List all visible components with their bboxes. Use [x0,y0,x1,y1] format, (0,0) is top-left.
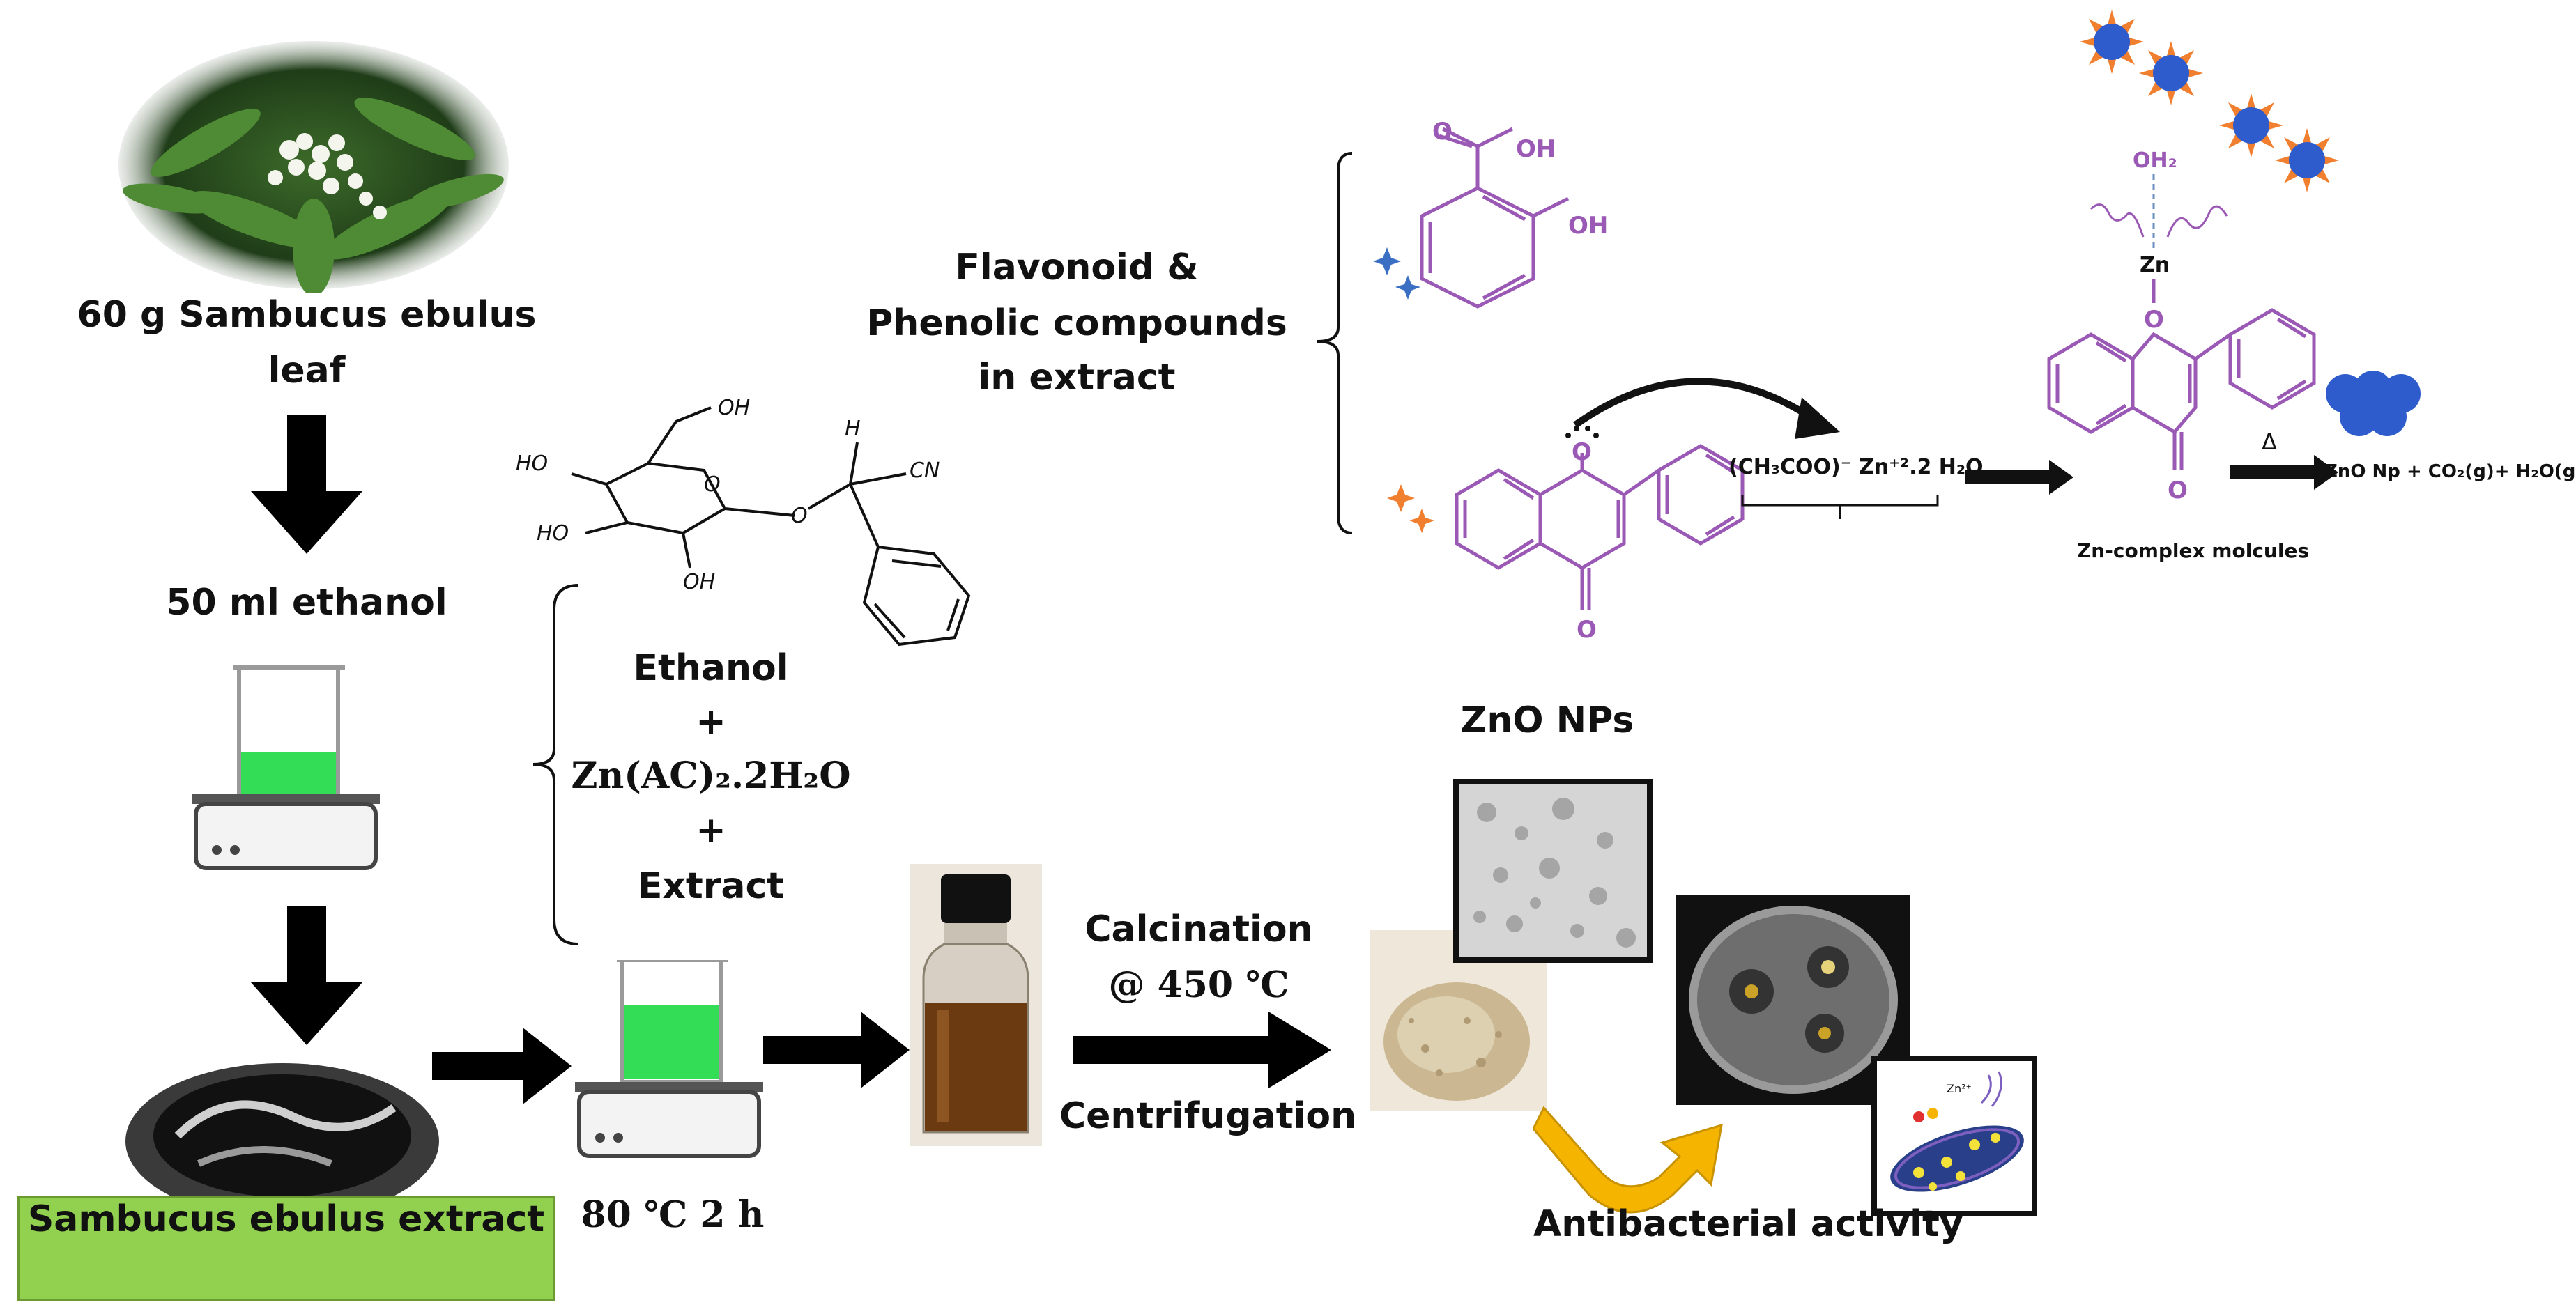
calcination-line2: @ 450 ℃ [1108,964,1289,1006]
zno-nps-label: ZnO NPs [1460,699,1634,741]
curved-arrow [1573,378,1814,428]
arrow-extract-to-mix [432,1028,572,1104]
chem-o-keto-2: O [2168,477,2188,504]
reaction-scheme: O OH OH O O (CH₃COO)⁻ Zn⁺².2 H₂O OH₂ Zn … [1373,118,2576,644]
extract-label-box: Sambucus ebulus extract [17,1196,555,1301]
chem-oh-phenol: OH [1568,212,1608,240]
petri-dish-image [1676,895,1910,1105]
down-arrow-2 [251,906,362,1045]
arrow-mix-to-vial [763,1012,910,1088]
leaf-photo [118,41,509,293]
zn-complex-label: Zn-complex molcules [2077,539,2309,562]
extract-label: Sambucus ebulus extract [27,1198,545,1240]
chem-o-keto: O [1577,616,1597,644]
mixture-reagent: Zn(AC)₂.2H₂O [571,755,851,797]
glycoside-structure: OH HO HO OH O O H CN [516,396,971,647]
chem-o-complex: O [2144,306,2164,334]
delta-symbol: Δ [2262,428,2277,455]
chem-oh2: OH₂ [2133,148,2177,173]
down-arrow-1 [251,415,362,554]
nanoparticle-cluster [2326,371,2421,436]
orange-sparkle [1387,484,1434,533]
chem-ho-2: HO [537,521,569,546]
flavonoid-line3: in extract [978,357,1176,399]
mixture-extract: Extract [637,865,785,907]
flavone-structure-right [2047,308,2316,470]
salicylic-acid-structure [1420,127,1570,309]
mixture-ethanol: Ethanol [633,647,789,689]
calcination-line1: Calcination [1084,909,1313,950]
leaf-label-line2: leaf [268,350,346,392]
vial-photo [910,864,1042,1146]
chem-zn: Zn [2140,253,2170,277]
antibacterial-label: Antibacterial activity [1533,1203,1963,1245]
flavonoid-bracket [1317,152,1353,534]
chem-o-acid: O [1432,118,1452,146]
tem-image [1453,779,1653,963]
yellow-curved-arrow [1533,1106,1723,1214]
chem-o-link: O [791,504,808,528]
arrow-to-complex [1965,460,2073,495]
chem-o-flavone: O [1572,438,1592,466]
ethanol-label: 50 ml ethanol [166,582,447,624]
beaker-hotplate-1 [192,665,380,870]
spiky-nanoparticles [2080,10,2339,192]
chem-oh-top: OH [718,396,750,420]
mixture-plus-1: + [696,701,726,743]
arrow-calcination [1073,1012,1331,1088]
chem-h: H [845,417,861,441]
chem-oh-acid: OH [1516,135,1556,163]
chem-o-ring: O [704,472,721,497]
mixture-plus-2: + [696,810,726,851]
zn-salt: (CH₃COO)⁻ Zn⁺².2 H₂O [1728,455,1984,479]
centrifugation-label: Centrifugation [1059,1095,1357,1137]
chem-ho-1: HO [516,451,548,476]
chem-oh-bottom: OH [683,570,715,594]
mixture-bracket [532,584,579,945]
flavone-structure-left [1455,444,1745,610]
beaker-hotplate-2 [575,960,763,1158]
leaf-label-line1: 60 g Sambucus ebulus [77,294,537,336]
flavonoid-line2: Phenolic compounds [866,302,1287,344]
bacterium-image: Zn²⁺ [1871,1056,2037,1216]
flavonoid-line1: Flavonoid & [955,247,1199,288]
chem-cn: CN [910,458,940,483]
arrow-heat [2230,455,2338,490]
extract-dish [125,1063,439,1219]
zn2plus-label: Zn²⁺ [1947,1082,1972,1095]
blue-sparkle [1373,247,1420,300]
heating-label: 80 ℃ 2 h [581,1193,765,1236]
product-text: ZnO Np + CO₂(g)+ H₂O(g) [2324,461,2576,482]
